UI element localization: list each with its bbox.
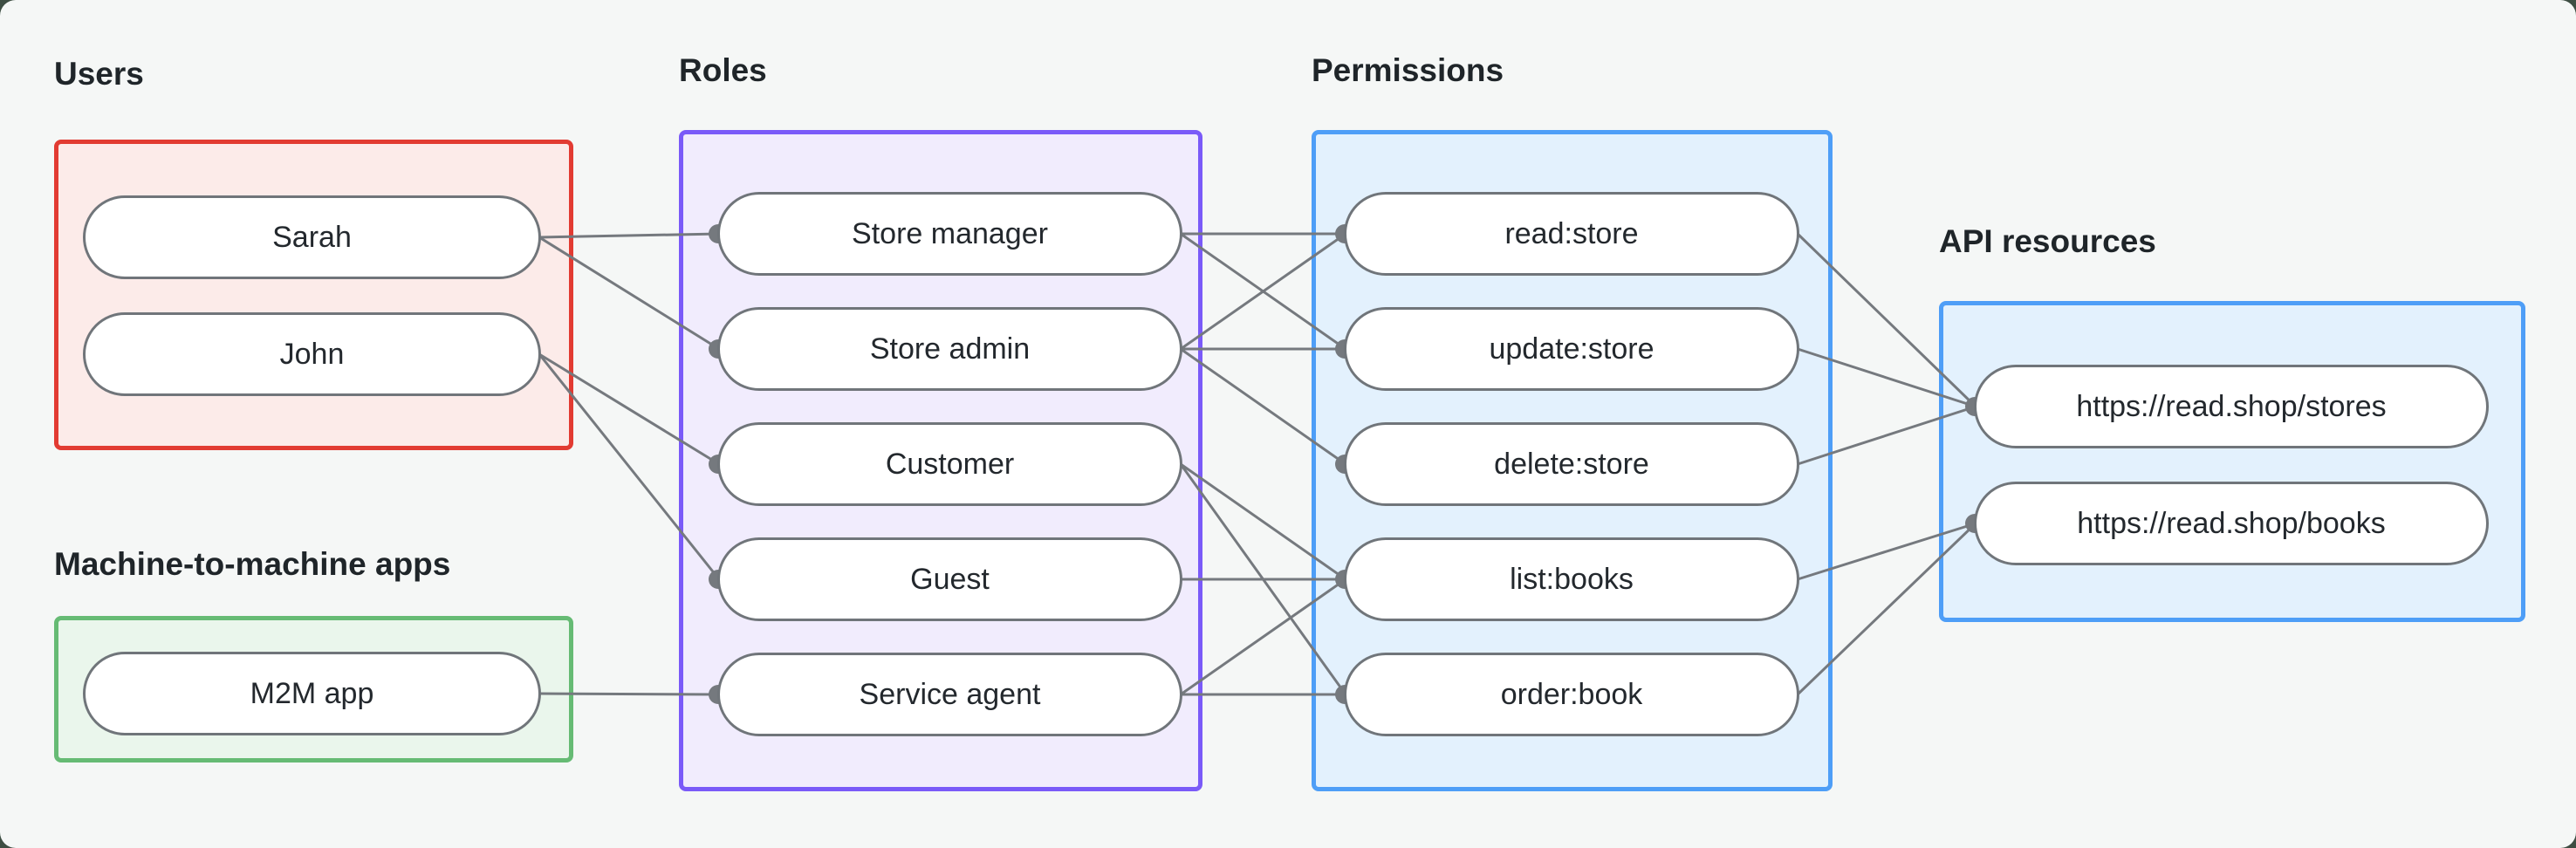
node-permission-update-store: update:store — [1344, 307, 1799, 391]
node-permission-list-books: list:books — [1344, 537, 1799, 621]
node-role-customer: Customer — [717, 422, 1182, 506]
node-api-resource-stores: https://read.shop/stores — [1974, 365, 2489, 448]
group-box-users — [54, 140, 573, 450]
group-label-roles: Roles — [679, 52, 767, 88]
group-label-m2m-apps: Machine-to-machine apps — [54, 546, 451, 582]
group-label-permissions: Permissions — [1312, 52, 1504, 88]
node-m2m-app: M2M app — [83, 652, 541, 735]
group-label-users: Users — [54, 56, 144, 92]
node-role-store-manager: Store manager — [717, 192, 1182, 276]
node-role-service-agent: Service agent — [717, 653, 1182, 736]
node-user-john: John — [83, 312, 541, 396]
node-permission-order-book: order:book — [1344, 653, 1799, 736]
node-role-guest: Guest — [717, 537, 1182, 621]
node-user-sarah: Sarah — [83, 195, 541, 279]
node-role-store-admin: Store admin — [717, 307, 1182, 391]
group-box-api-resources — [1939, 301, 2525, 622]
node-permission-delete-store: delete:store — [1344, 422, 1799, 506]
group-label-api-resources: API resources — [1939, 223, 2156, 259]
node-api-resource-books: https://read.shop/books — [1974, 482, 2489, 565]
node-permission-read-store: read:store — [1344, 192, 1799, 276]
